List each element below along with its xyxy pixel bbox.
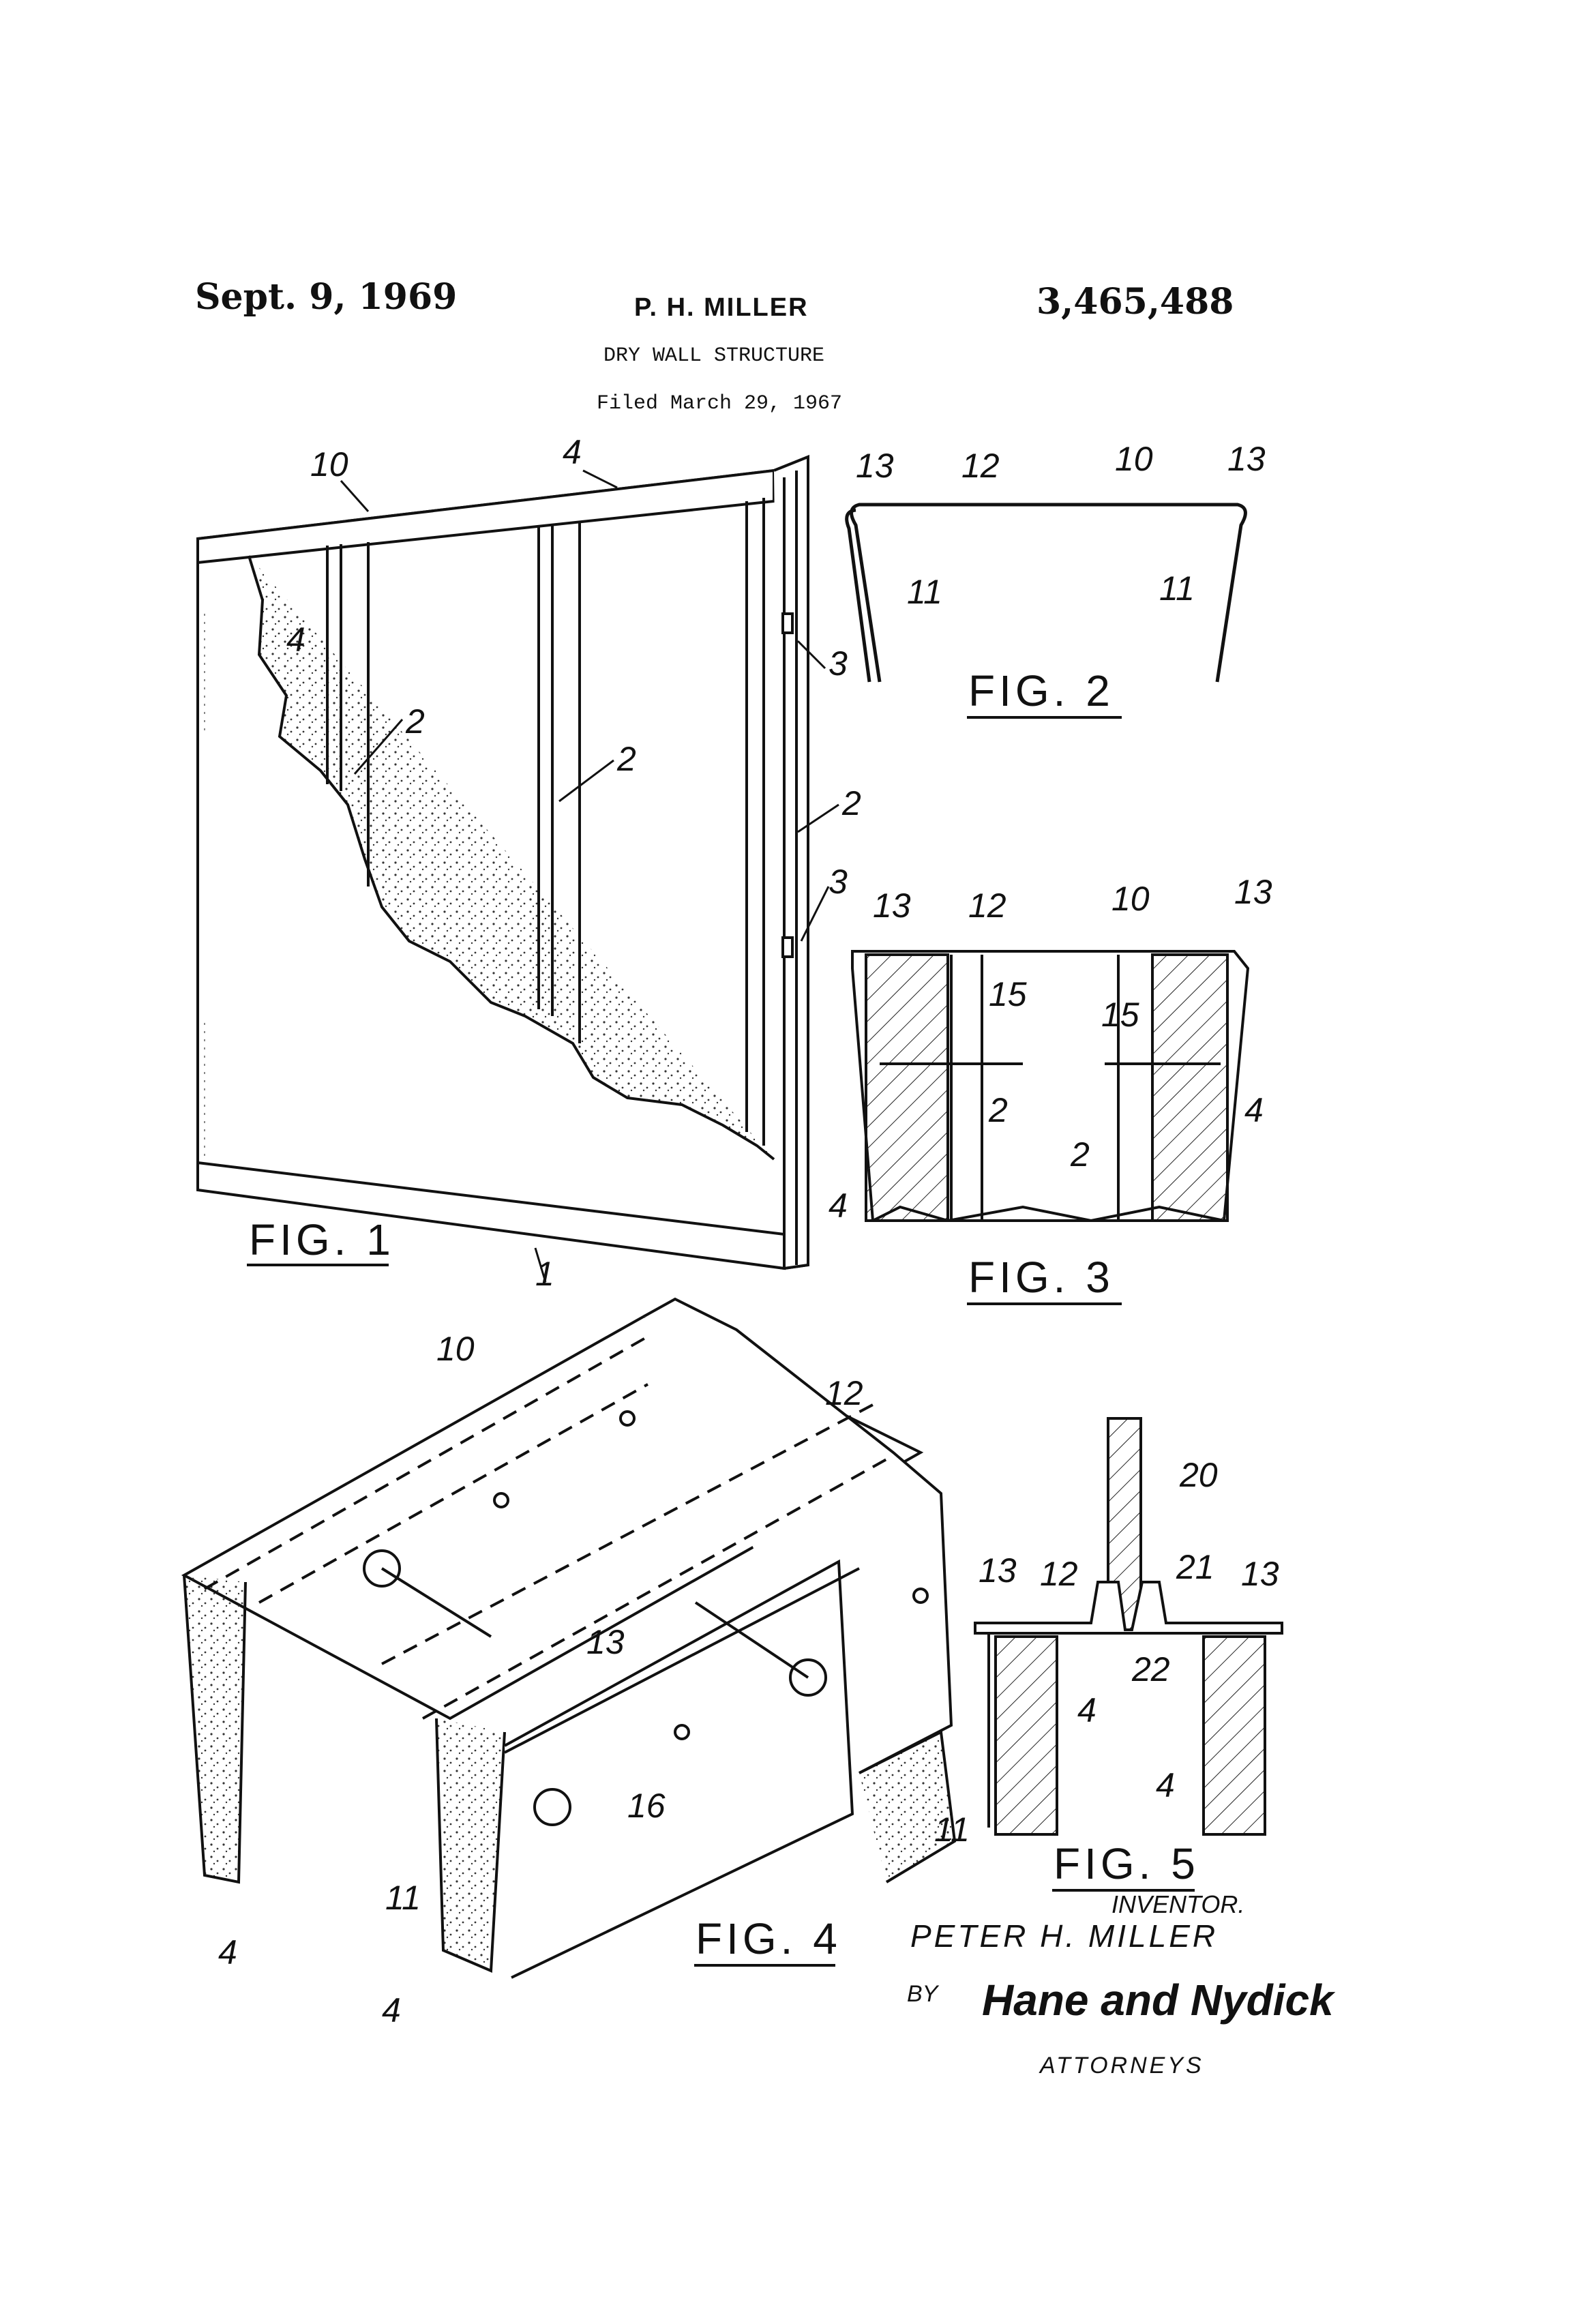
by-label: BY: [907, 1981, 940, 2007]
numeral-22: 22: [1131, 1650, 1170, 1688]
fig5-label: FIG. 5: [1054, 1839, 1199, 1888]
numeral-13: 13: [586, 1623, 625, 1661]
numeral-11: 11: [907, 573, 942, 611]
patent-date: Sept. 9, 1969: [195, 276, 458, 318]
numeral-13: 13: [1241, 1555, 1279, 1593]
numeral-10: 10: [310, 445, 348, 483]
fig1-leader-lines: [340, 469, 839, 1283]
numeral-12: 12: [968, 887, 1006, 925]
inventor-full-name: PETER H. MILLER: [910, 1918, 1218, 1954]
numeral-12: 12: [825, 1374, 863, 1412]
numeral-12: 12: [961, 447, 1000, 485]
numeral-4: 4: [286, 621, 305, 659]
numeral-2: 2: [1070, 1135, 1090, 1174]
numeral-10: 10: [1111, 880, 1150, 918]
fig2-drawing: [845, 503, 1247, 683]
numeral-16: 16: [627, 1787, 666, 1825]
numeral-12: 12: [1040, 1555, 1078, 1593]
numeral-11: 11: [934, 1811, 970, 1849]
fig4-numerals: 10 12 13 16 11 4 4: [218, 1330, 863, 2029]
numeral-3: 3: [829, 644, 848, 683]
numeral-13: 13: [873, 887, 911, 925]
fig1-drawing: [196, 455, 809, 1270]
numeral-11: 11: [1159, 569, 1195, 608]
filed-date: Filed March 29, 1967: [597, 392, 843, 415]
fig4-label: FIG. 4: [696, 1914, 841, 1963]
numeral-15: 15: [989, 975, 1027, 1013]
attorney-signature: Hane and Nydick: [982, 1976, 1336, 2025]
numeral-4: 4: [1077, 1691, 1096, 1729]
fig2-label: FIG. 2: [968, 666, 1114, 715]
numeral-2: 2: [405, 702, 425, 741]
inventor-label: INVENTOR.: [1111, 1890, 1244, 1918]
numeral-2: 2: [616, 740, 636, 778]
inventor-name: P. H. MILLER: [634, 293, 809, 322]
numeral-13: 13: [1234, 873, 1272, 911]
numeral-21: 21: [1176, 1548, 1214, 1586]
patent-title: DRY WALL STRUCTURE: [603, 344, 825, 368]
patent-number: 3,465,488: [1036, 281, 1234, 323]
numeral-4: 4: [1244, 1091, 1264, 1129]
numeral-4: 4: [382, 1991, 401, 2029]
fig3-drawing: [851, 950, 1250, 1223]
numeral-10: 10: [1115, 440, 1153, 478]
numeral-13: 13: [1227, 440, 1266, 478]
fig3-label: FIG. 3: [968, 1253, 1114, 1302]
numeral-4: 4: [829, 1187, 848, 1225]
fig1-label: FIG. 1: [249, 1215, 395, 1264]
fig2-numerals: 13 12 10 13 11 11: [856, 440, 1266, 611]
numeral-4: 4: [1156, 1766, 1175, 1804]
numeral-4: 4: [563, 433, 582, 471]
numeral-15: 15: [1101, 996, 1139, 1034]
attorneys-label: ATTORNEYS: [1039, 2053, 1204, 2079]
fig1-numerals: 10 4 4 2 2 3 2 3 1: [286, 433, 861, 1293]
numeral-13: 13: [856, 447, 894, 485]
numeral-2: 2: [988, 1091, 1008, 1129]
fig5-numerals: 20 21 13 12 13 22 4 4 11: [934, 1456, 1279, 1849]
numeral-13: 13: [979, 1551, 1017, 1590]
numeral-4: 4: [218, 1933, 237, 1971]
numeral-3: 3: [829, 863, 848, 901]
fig5-drawing: [974, 1417, 1283, 1836]
numeral-20: 20: [1179, 1456, 1218, 1494]
numeral-10: 10: [436, 1330, 475, 1368]
numeral-11: 11: [385, 1879, 421, 1917]
numeral-2: 2: [841, 784, 861, 822]
fig3-numerals: 13 12 10 13 15 15 2 2 4 4: [829, 873, 1272, 1225]
fig4-drawing: [181, 1297, 957, 1979]
